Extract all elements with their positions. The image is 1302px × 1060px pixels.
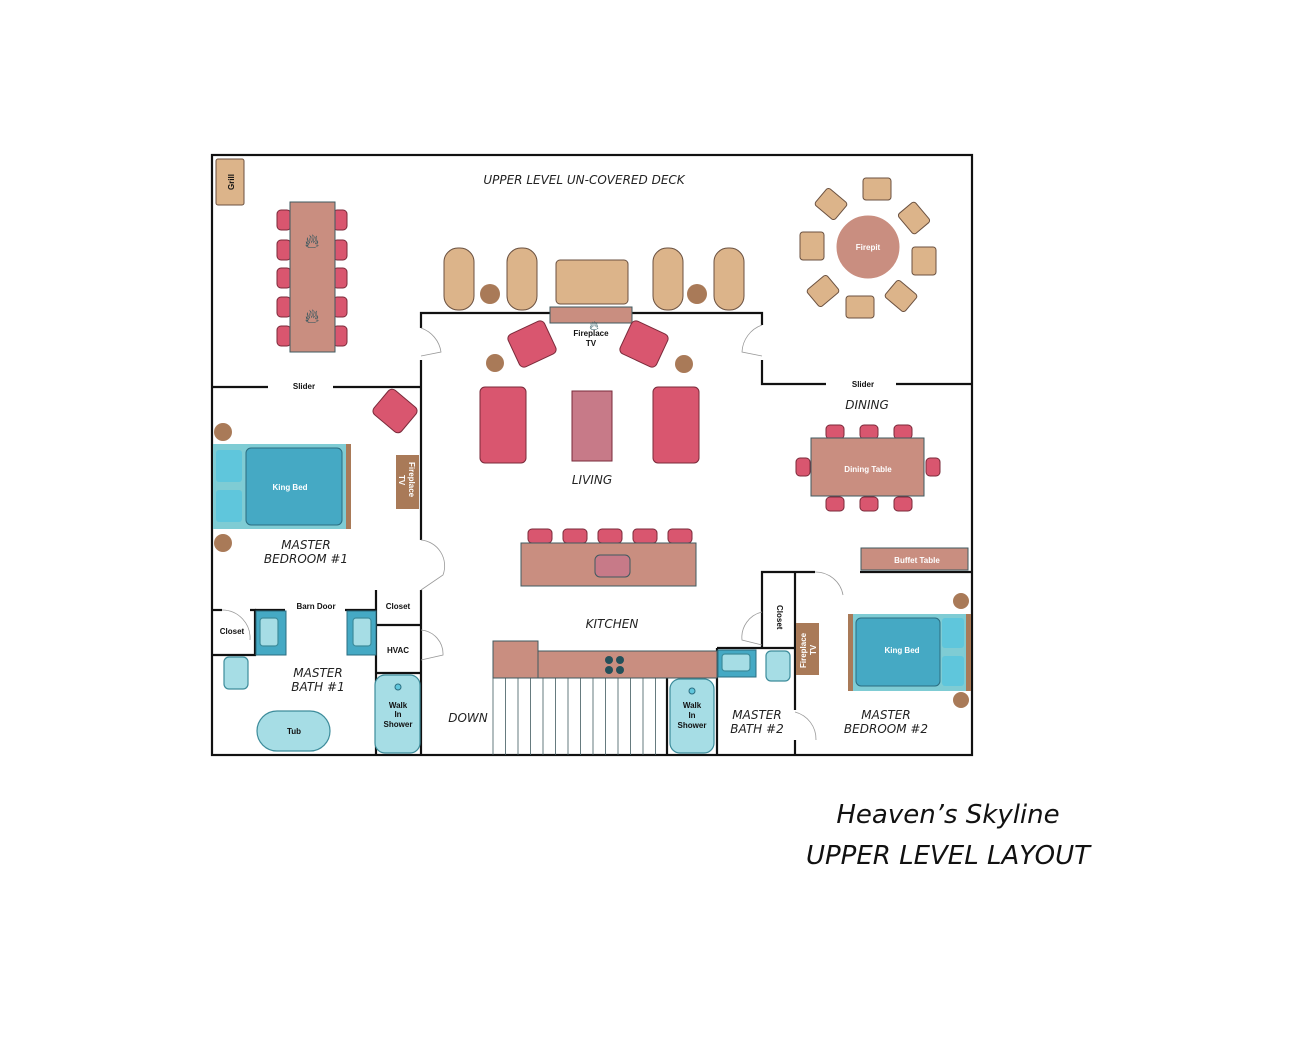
svg-text:TV: TV [809, 644, 818, 655]
svg-text:BEDROOM #1: BEDROOM #1 [264, 552, 348, 566]
svg-text:Walk: Walk [389, 701, 408, 710]
flame-icon: 🔥︎ [305, 306, 320, 328]
closet-mid-label: Closet [386, 602, 411, 611]
svg-text:BEDROOM #2: BEDROOM #2 [844, 722, 928, 736]
svg-text:In: In [688, 711, 695, 720]
stairs-down-label: DOWN [448, 711, 488, 725]
living-furniture [372, 320, 700, 464]
sinks-bath-1 [223, 610, 377, 690]
room-label-dining: DINING [845, 398, 889, 412]
room-label-master-bath-1: MASTER BATH #1 [291, 666, 344, 694]
property-name: Heaven’s Skyline [836, 800, 1059, 830]
svg-text:Slider: Slider [293, 382, 315, 391]
svg-text:King Bed: King Bed [884, 646, 919, 655]
flame-icon: 🔥︎ [305, 231, 320, 253]
deck-fire-table: 🔥︎ 🔥︎ [276, 201, 348, 353]
buffet-table: Buffet Table [860, 547, 969, 571]
fireplace-tv-bedroom-2: Fireplace TV [796, 623, 819, 675]
flame-icon: 🔥︎ [589, 318, 599, 333]
tub: Tub [256, 710, 331, 752]
hvac-label: HVAC [387, 646, 409, 655]
room-label-living: LIVING [572, 473, 612, 487]
svg-text:TV: TV [586, 339, 597, 348]
svg-text:BATH #1: BATH #1 [291, 680, 344, 694]
svg-text:Shower: Shower [678, 721, 707, 730]
king-bed-2: King Bed [848, 593, 971, 708]
svg-text:Shower: Shower [384, 720, 413, 729]
svg-text:MASTER: MASTER [293, 666, 342, 680]
slider-labels: Slider Slider [293, 380, 874, 391]
svg-text:Slider: Slider [852, 380, 874, 389]
svg-text:Grill: Grill [227, 174, 236, 190]
stovetop-icon [605, 656, 624, 674]
svg-text:Fireplace: Fireplace [799, 632, 808, 668]
svg-text:In: In [394, 710, 401, 719]
grill: Grill [215, 158, 245, 206]
svg-text:Firepit: Firepit [856, 243, 881, 252]
staircase [492, 678, 656, 755]
room-label-kitchen: KITCHEN [586, 617, 639, 631]
svg-text:TV: TV [397, 475, 406, 486]
room-label-master-bedroom-2: MASTER BEDROOM #2 [844, 708, 928, 736]
svg-text:King Bed: King Bed [272, 483, 307, 492]
dining-table: Dining Table [795, 424, 941, 512]
kitchen-island [520, 528, 697, 587]
svg-text:BATH #2: BATH #2 [730, 722, 783, 736]
walk-in-shower-1: Walk In Shower [374, 674, 421, 754]
bath-2-fixtures [717, 649, 791, 682]
svg-text:Fireplace: Fireplace [573, 329, 609, 338]
fireplace-tv-living: 🔥︎ Fireplace TV [549, 306, 633, 348]
barn-door-label: Barn Door [296, 602, 335, 611]
svg-text:Walk: Walk [683, 701, 702, 710]
layout-title: UPPER LEVEL LAYOUT [806, 841, 1092, 871]
svg-text:Buffet Table: Buffet Table [894, 556, 940, 565]
svg-text:MASTER: MASTER [732, 708, 781, 722]
closet-right-label: Closet [775, 605, 784, 630]
svg-text:Tub: Tub [287, 727, 301, 736]
svg-text:MASTER: MASTER [861, 708, 910, 722]
svg-text:Dining Table: Dining Table [844, 465, 892, 474]
kitchen-counter [492, 640, 718, 679]
deck-lounge-seating [443, 247, 745, 311]
king-bed-1: King Bed [213, 423, 351, 552]
svg-text:Fireplace: Fireplace [407, 462, 416, 498]
room-label-master-bedroom-1: MASTER BEDROOM #1 [264, 538, 348, 566]
svg-text:MASTER: MASTER [281, 538, 330, 552]
room-label-master-bath-2: MASTER BATH #2 [730, 708, 783, 736]
room-label-deck: UPPER LEVEL UN-COVERED DECK [483, 173, 685, 187]
door-swings [221, 324, 844, 741]
walk-in-shower-2: Walk In Shower [669, 678, 715, 754]
closet-left-label: Closet [220, 627, 245, 636]
fireplace-tv-bedroom-1: Fireplace TV [396, 455, 419, 509]
firepit: Firepit [799, 177, 937, 319]
